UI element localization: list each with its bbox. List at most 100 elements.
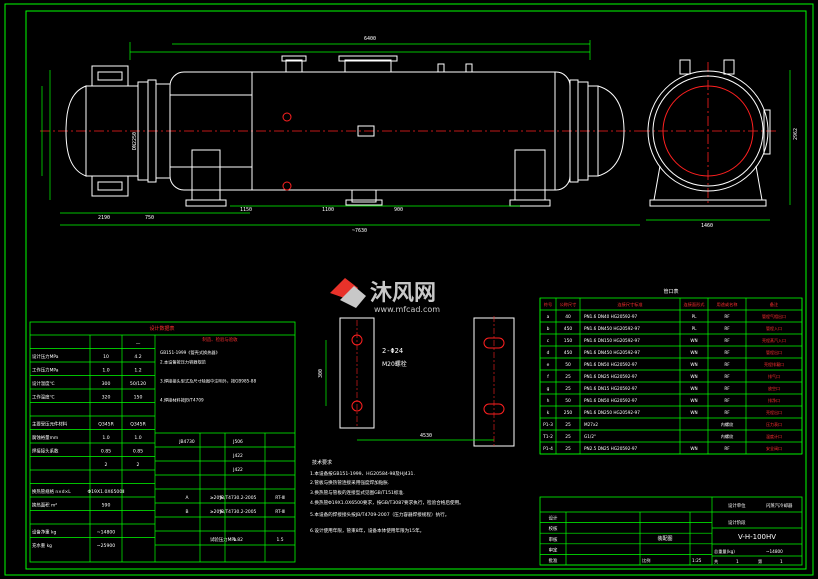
nozzle-type: 内螺纹 (721, 433, 734, 440)
note-item: 1.本设备按GB151-1999、HG20584-98及HJ431. (310, 470, 415, 477)
design-row-value: 10 (103, 354, 109, 360)
nozzle-use: 管程出口 (766, 349, 782, 355)
nozzle-symbol: a (547, 315, 550, 320)
nozzle-type: RF (724, 350, 730, 355)
nozzle-symbol: c (547, 339, 550, 344)
title-block: 设计校核审核审定批准设计单位闪蒸汽冷却器设计阶段V-H-100HV总重量(kg)… (539, 496, 803, 566)
design-row-label: 主要受压元件材料 (32, 421, 68, 428)
standards-cell: J506 (232, 439, 243, 445)
design-row-label: 设计压力MPa (32, 353, 59, 360)
title-role: 批准 (549, 557, 558, 564)
nozzle-dn: 150 (564, 338, 573, 344)
nozzle-dn: 450 (564, 350, 573, 356)
design-row-value: 1.0 (102, 435, 109, 441)
nozzle-header: 符号 (544, 301, 552, 308)
nozzle-use: 壳程排凝口 (764, 361, 784, 367)
standards-cell: 1.5 (277, 537, 284, 543)
design-row-value: Φ19X1.0X6500Ⅱ (87, 489, 124, 495)
nozzle-type: RF (724, 374, 730, 379)
title-scale-value: 1:25 (692, 558, 702, 563)
nozzle-symbol: e (547, 363, 550, 368)
title-scale-label: 比例 (642, 557, 650, 564)
design-row-label: 换热管规格 n×d×L (32, 488, 71, 495)
note-item: 5.本设备的焊接接头按JB/T4709-2007（压力容器焊接规程）执行。 (310, 511, 449, 518)
nozzle-standard: PN1.6 DN50 HG20592-97 (584, 398, 638, 403)
nozzle-type: RF (724, 362, 730, 367)
nozzle-dn: 40 (565, 314, 571, 320)
design-row-label: 焊接接头系数 (32, 448, 59, 455)
nozzle-use: 壳程蒸汽入口 (762, 337, 786, 343)
standards-cell: J422 (232, 453, 243, 459)
nozzle-header: 连接尺寸标准 (617, 301, 642, 308)
nozzle-symbol: h (547, 398, 550, 404)
nozzle-use: 放空口 (768, 385, 780, 391)
title-approval: 装配图 (657, 535, 672, 542)
standards-line: 2.本设备按压力容器规范 (160, 359, 206, 366)
title-role: 审定 (549, 546, 558, 553)
standards-line: 4.焊接材料按JB/T4709 (160, 397, 204, 404)
dim-span-left: 2190 (98, 215, 110, 221)
nozzle-standard: G1/2" (584, 434, 596, 439)
title-company: 设计单位 (728, 502, 746, 509)
side-view: 2962 1460 (640, 59, 799, 229)
design-row-value: 2 (137, 462, 140, 468)
standards-cell: B (185, 509, 188, 515)
dim-mid-center: 1100 (322, 207, 334, 213)
nozzle-use: 安全阀口 (766, 445, 782, 451)
standards-cell: A (185, 495, 188, 501)
nozzle-standard: M27x2 (584, 422, 598, 427)
title-role: 设计 (549, 515, 558, 522)
title-role: 校核 (549, 525, 558, 532)
nozzle-face: WN (690, 386, 697, 391)
dim-diameter: DN2250 (132, 132, 138, 150)
nozzle-type: RF (724, 446, 730, 451)
design-row-label: 设备净重 kg (32, 529, 57, 536)
standards-cell: ≥20% (210, 509, 223, 515)
nozzle-standard: PN1.6 DN50 HG20592-97 (584, 362, 638, 367)
nozzle-dn: 50 (565, 362, 571, 368)
nozzle-use: 温度计口 (766, 433, 782, 439)
dim-mid-left: 1150 (240, 207, 252, 213)
note-item: 6.设计使用年限，管束8年，设备本体使用年限为15年。 (310, 527, 424, 534)
design-table-title: 设计数据表 (149, 325, 174, 332)
standards-cell: 1.82 (233, 537, 243, 543)
plate-height-dim: 300 (318, 369, 324, 378)
design-row-value: 4.2 (134, 354, 141, 360)
design-row-label: 换热面积 m² (32, 502, 57, 509)
nozzle-symbol: b (547, 326, 550, 332)
nozzle-standard: PN1.6 DN450 HG20592-97 (584, 350, 640, 355)
nozzle-face: WN (690, 362, 697, 367)
design-row-value: ~14800 (97, 530, 116, 536)
dim-height-small: 1460 (701, 223, 713, 229)
notes-title: 技术要求 (312, 459, 332, 466)
standards-cell: 试验压力MPa (210, 536, 237, 543)
drawing-frame (4, 3, 814, 576)
title-stage: 设计阶段 (728, 519, 746, 526)
nozzle-use: 壳程出口 (766, 409, 782, 415)
nozzle-symbol: d (547, 350, 550, 356)
design-row-value: 320 (102, 395, 111, 401)
nozzle-table-title: 管口表 (663, 288, 678, 295)
dim-height: 2962 (793, 128, 799, 140)
nozzle-face: WN (690, 338, 697, 343)
design-row-value: Q345R (98, 422, 114, 428)
watermark-brand: 沐风网 (370, 281, 436, 306)
design-row-label: 工作压力MPa (32, 367, 59, 374)
note-item: 4.换热管Φ19X1.0X6500要求，按GB/T3087要求执行，检验合格后使… (310, 499, 464, 506)
title-sheet-number: 1 (780, 559, 783, 564)
nozzle-header: 连接面形式 (684, 301, 706, 308)
plate-bolt-note: M20螺栓 (382, 360, 407, 368)
design-row-value: ~25900 (97, 543, 116, 549)
nozzle-standard: PN2.5 DN25 HG20592-97 (584, 446, 638, 451)
nozzle-dn: 25 (565, 422, 571, 428)
nozzle-standard: PN1.6 DN15 HG20592-97 (584, 386, 638, 391)
title-role: 审核 (549, 536, 558, 543)
nozzle-face: WN (690, 374, 697, 379)
title-sheet-label2: 第 (758, 558, 762, 565)
nozzle-dn: 50 (565, 398, 571, 404)
standards-line: 3.焊接接头型式及尺寸除图中注明外，按GB985-88 (160, 378, 256, 385)
nozzle-use: 管程入口 (766, 325, 782, 331)
nozzle-standard: PN1.6 DN150 HG20592-97 (584, 338, 640, 343)
nozzle-symbol: k (547, 410, 550, 416)
